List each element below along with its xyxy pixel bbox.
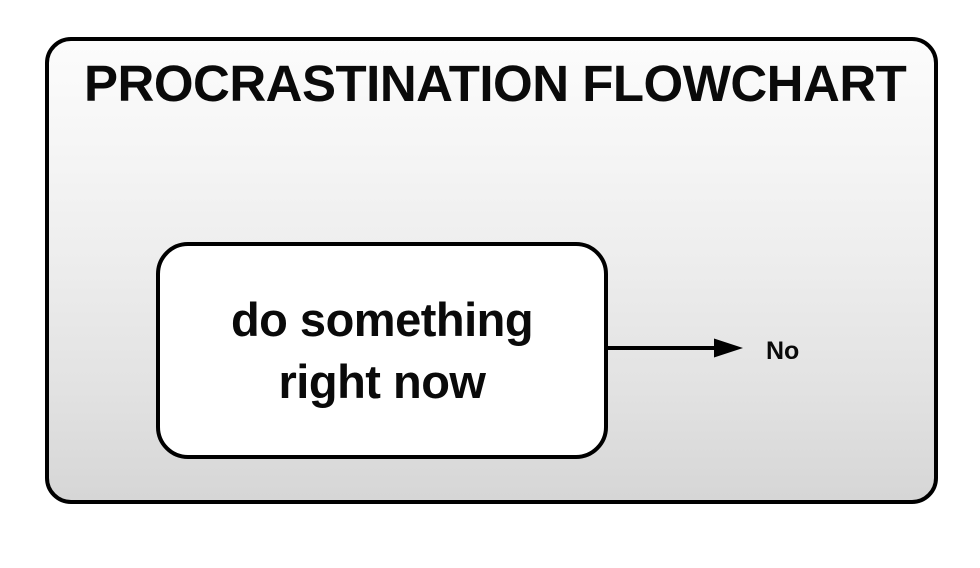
page-title: PROCRASTINATION FLOWCHART (84, 55, 907, 112)
node-label-line-2: right now (278, 354, 486, 408)
diagram-frame: PROCRASTINATION FLOWCHART do something r… (45, 37, 938, 504)
node-label-line-1: do something (230, 293, 534, 347)
edge-arrow-no (608, 335, 743, 361)
arrow-head (714, 338, 743, 358)
node-do-something-right-now[interactable]: do something right now (156, 242, 608, 459)
edge-label-no: No (766, 337, 800, 365)
arrow-right-icon (608, 338, 743, 358)
